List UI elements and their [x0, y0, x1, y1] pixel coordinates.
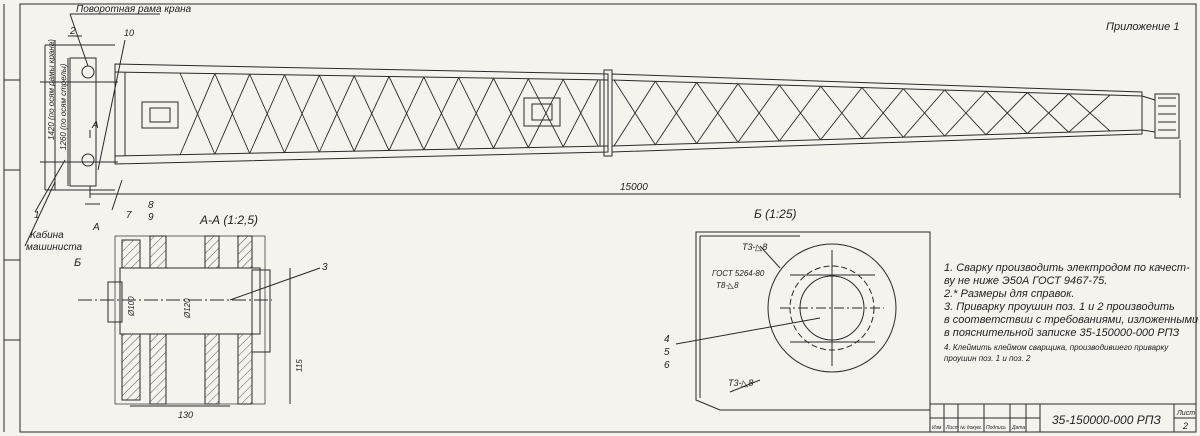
cabin-callout-2: машиниста — [26, 242, 83, 253]
sheet-number: 2 — [1182, 421, 1188, 431]
lattice-member — [423, 77, 460, 150]
note-line-2: ву не ниже Э50А ГОСТ 9467-75. — [944, 275, 1108, 287]
lattice-member — [1068, 94, 1111, 133]
dim-height-1: 1420 (по осям рамы крана) — [47, 39, 56, 140]
lattice-member — [696, 82, 739, 143]
lattice-member — [696, 83, 739, 144]
view-a-bottom: A — [92, 222, 100, 233]
lattice-member — [861, 88, 904, 139]
dim-length-lines — [89, 140, 1181, 198]
designation: 35-150000-000 РПЗ — [1052, 413, 1161, 427]
section-aa — [78, 235, 321, 407]
lattice-member — [654, 81, 698, 144]
sheet-frame — [19, 3, 1197, 433]
lattice-member — [902, 89, 946, 138]
section-aa-title: А-А (1:2,5) — [199, 213, 258, 227]
lattice-member — [861, 87, 904, 138]
dim-130: 130 — [178, 410, 193, 420]
weld-3: Т8-◺8 — [716, 281, 739, 290]
tb-col-3: № докум. — [960, 425, 982, 431]
tb-col-5: Дата — [1011, 425, 1025, 431]
lattice-member — [284, 75, 320, 153]
callout-1: 1 — [34, 210, 40, 221]
weld-2: ГОСТ 5264-80 — [712, 269, 765, 278]
dim-height-2: 1260 (по осям стрелы) — [59, 63, 68, 150]
tb-col-4: Подпись — [986, 425, 1006, 431]
lattice-member — [493, 78, 529, 149]
lattice-member — [820, 85, 863, 139]
crane-boom — [40, 44, 1180, 191]
lattice-member — [985, 92, 1028, 136]
dim-d100: Ø100 — [127, 296, 136, 317]
lattice-member — [527, 79, 564, 148]
lattice-member — [388, 76, 425, 151]
section-b — [675, 231, 931, 411]
tb-col-1: Изм — [932, 425, 942, 431]
lattice-member — [353, 76, 390, 152]
lattice-member — [737, 84, 780, 143]
tb-col-2: Лист — [945, 425, 959, 431]
lattice-member — [944, 89, 987, 136]
callout-3: 3 — [322, 262, 328, 273]
lattice-member — [778, 84, 822, 141]
lattice-member — [249, 74, 285, 154]
lattice-member — [944, 90, 987, 137]
note-line-8: проушин поз. 1 и поз. 2 — [944, 354, 1031, 363]
cabin-callout-1: Кабина — [30, 229, 64, 241]
title-block — [929, 403, 1197, 433]
lattice-member — [1068, 93, 1111, 132]
lattice-member — [1027, 92, 1069, 133]
lattice-member — [214, 73, 251, 155]
callout-9: 9 — [148, 212, 154, 223]
lattice-member — [613, 79, 656, 145]
view-b-arrow: Б — [74, 257, 81, 269]
callout-10: 10 — [124, 28, 134, 38]
sheet-label: Лист — [1176, 410, 1195, 417]
callout-2: 2 — [69, 26, 76, 37]
dim-115: 115 — [295, 359, 304, 372]
lattice-member — [1027, 93, 1069, 134]
callout-8: 8 — [148, 200, 154, 211]
dim-length: 15000 — [620, 182, 648, 193]
lattice-member — [458, 78, 494, 150]
lattice-member — [318, 75, 355, 153]
weld-1: Т3-◺8 — [742, 242, 767, 252]
note-line-4: 3. Приварку проушин поз. 1 и 2 производи… — [944, 301, 1175, 313]
note-line-1: 1. Сварку производить электродом по каче… — [944, 262, 1190, 274]
note-line-3: 2.* Размеры для справок. — [944, 288, 1075, 300]
weld-4: Т3-◺8 — [728, 378, 753, 388]
note-line-7: 4. Клеймить клеймом сварщика, производив… — [944, 343, 1169, 352]
lattice-member — [613, 81, 656, 147]
callout-5: 5 — [664, 347, 670, 358]
lattice-member — [820, 87, 863, 141]
lattice-member — [654, 82, 698, 145]
callout-4: 4 — [664, 334, 670, 345]
view-a-top: A — [91, 120, 99, 131]
dim-d120: Ø120 — [183, 298, 192, 319]
note-line-5: в соответствии с требованиями, изложенны… — [944, 314, 1199, 326]
frame-callout: Поворотная рама крана — [76, 4, 192, 15]
lattice-member — [562, 79, 599, 147]
lattice-member — [902, 88, 946, 137]
section-b-title: Б (1:25) — [754, 207, 797, 221]
lattice-member — [737, 83, 780, 142]
appendix-label: Приложение 1 — [1106, 21, 1179, 33]
lattice-member — [179, 73, 216, 156]
note-line-6: в пояснительной записке 35-150000-000 РП… — [944, 327, 1180, 339]
lattice-member — [985, 90, 1028, 134]
callout-6: 6 — [664, 360, 670, 371]
callout-7: 7 — [126, 210, 132, 221]
lattice-member — [778, 85, 822, 142]
